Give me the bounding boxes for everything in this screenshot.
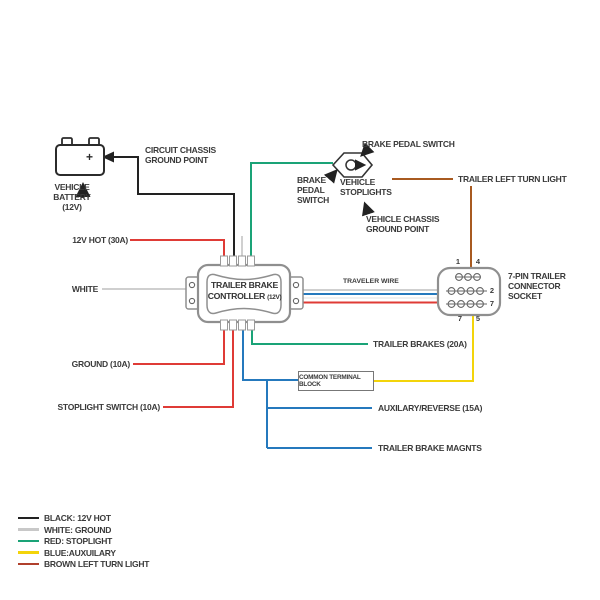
- brake-pedal-switch-top-label: BRAKE PEDAL SWITCH: [362, 139, 455, 149]
- vehicle-chassis-ground-label: VEHICLE CHASSIS GROUND POINT: [366, 214, 440, 235]
- socket-pin: [455, 273, 463, 281]
- ground-red-wire: [133, 330, 225, 365]
- controller-title-line2: CONTROLLER (12V): [207, 291, 282, 302]
- label-line: BRAKE: [297, 175, 326, 185]
- socket-pin: [464, 273, 472, 281]
- legend-label: RED: STOPLIGHT: [44, 536, 113, 546]
- controller-right-tab: [288, 276, 304, 310]
- black-wire-swatch: [18, 516, 39, 520]
- ground-label: GROUND (10A): [71, 359, 131, 369]
- socket-pin-number: 2: [489, 286, 495, 295]
- legend-item-blue: BLUE:AUXUILARY: [18, 548, 116, 558]
- label-line: GROUND POINT: [366, 224, 430, 235]
- controller-right-hole-bottom: [292, 297, 300, 305]
- vehicle-stoplights-label: VEHICLE STOPLIGHTS: [340, 177, 392, 197]
- socket-pin-number: 7: [489, 299, 495, 308]
- legend-item-red: RED: STOPLIGHT: [18, 536, 112, 546]
- label-line: (12V): [62, 202, 82, 213]
- legend-label: BROWN LEFT TURN LIGHT: [44, 559, 150, 569]
- controller-pin: [229, 255, 237, 267]
- controller-left-hole-top: [188, 281, 196, 289]
- chassis-ground-arrowhead: [102, 151, 114, 163]
- traveler-wire-label: TRAVELER WIRE: [343, 278, 399, 285]
- 12v-hot-label: 12V HOT (30A): [72, 235, 128, 245]
- socket-pin-number: 5: [475, 314, 481, 323]
- label-line: PEDAL: [297, 185, 325, 196]
- trailer-brakes-label: TRAILER BRAKES (20A): [373, 339, 467, 349]
- brake-pedal-switch-contact: [345, 159, 357, 171]
- controller-left-hole-bottom: [188, 297, 196, 305]
- controller-pin: [247, 319, 255, 331]
- socket-pin-number: 4: [475, 257, 481, 266]
- controller-pin: [229, 319, 237, 331]
- stoplight-switch-label: STOPLIGHT SWITCH (10A): [57, 402, 161, 412]
- controller-badge: [206, 273, 282, 315]
- aux-reverse-label: AUXILARY/REVERSE (15A): [378, 403, 483, 413]
- trailer-left-turn-light-label: TRAILER LEFT TURN LIGHT: [458, 174, 567, 184]
- controller-right-hole-top: [292, 281, 300, 289]
- label-line: STOPLIGHTS: [340, 187, 392, 198]
- battery-plus-sign: +: [86, 150, 94, 164]
- label-line: VEHICLE: [54, 182, 90, 192]
- green-pedal-wire: [250, 162, 333, 258]
- controller-pin: [247, 255, 255, 267]
- white-label: WHITE: [71, 284, 98, 294]
- blue-wire-swatch: [18, 551, 39, 554]
- stoplight-switch-red-wire: [163, 330, 234, 408]
- legend-label: BLUE:AUXUILARY: [44, 547, 116, 558]
- label-line: VEHICLE CHASSIS: [366, 214, 440, 224]
- socket-pin: [457, 300, 465, 308]
- label-line: GROUND POINT: [145, 155, 209, 166]
- legend-label: BLACK: 12V HOT: [44, 513, 111, 523]
- label-line: CONNECTOR: [508, 281, 561, 292]
- controller-pin: [220, 255, 228, 267]
- pedal-label-arrow-top: [360, 142, 375, 157]
- socket-pin: [466, 287, 475, 295]
- socket-pin-number: 1: [455, 257, 461, 266]
- socket-pin-number: 7: [457, 314, 463, 323]
- label-line: SOCKET: [508, 291, 542, 302]
- white-wire-swatch: [18, 528, 39, 531]
- battery-body: [55, 144, 105, 176]
- red-wire-swatch: [18, 539, 39, 543]
- socket-pin: [457, 287, 465, 295]
- brake-magnets-label: TRAILER BRAKE MAGNTS: [378, 443, 482, 453]
- controller-pin: [238, 319, 246, 331]
- label-line: BATTERY: [53, 192, 91, 203]
- socket-pin: [473, 273, 481, 281]
- socket-pin: [476, 287, 484, 295]
- label-line: SWITCH: [297, 195, 330, 206]
- legend-item-brown: BROWN LEFT TURN LIGHT: [18, 559, 149, 569]
- socket-pin: [447, 287, 456, 295]
- 12v-hot-red-wire: [130, 239, 225, 258]
- controller-pin: [220, 319, 228, 331]
- common-terminal-block: COMMON TERMINAL BLOCK: [298, 371, 374, 391]
- controller-title-line1: TRAILER BRAKE: [210, 280, 279, 290]
- legend-label: WHITE: GROUND: [44, 524, 112, 535]
- brown-wire-swatch: [18, 562, 39, 566]
- circuit-chassis-ground-label: CIRCUIT CHASSIS GROUND POINT: [145, 145, 216, 165]
- socket-title: 7-PIN TRAILER CONNECTOR SOCKET: [508, 271, 566, 301]
- controller-pin: [238, 255, 246, 267]
- legend-item-white: WHITE: GROUND: [18, 525, 111, 535]
- black-12v-hot-wire: [113, 156, 235, 258]
- controller-title-suffix: (12V): [267, 293, 282, 301]
- chassis-ground-arrow-up: [362, 201, 375, 217]
- brake-pedal-switch-left-label: BRAKE PEDAL SWITCH: [297, 175, 329, 205]
- socket-pin: [466, 300, 475, 308]
- controller-title-word: CONTROLLER: [207, 290, 266, 301]
- label-line: CIRCUIT CHASSIS: [145, 145, 216, 155]
- blue-terminal-wire: [242, 330, 298, 381]
- vehicle-battery-label: VEHICLE BATTERY (12V): [46, 182, 98, 212]
- yellow-socket-wire: [374, 307, 474, 382]
- legend-item-black: BLACK: 12V HOT: [18, 513, 111, 523]
- pedal-label-arrow-left: [323, 168, 338, 184]
- label-line: 7-PIN TRAILER: [508, 271, 566, 281]
- socket-pin: [447, 300, 456, 308]
- trailer-brakes-green-wire: [251, 330, 368, 345]
- label-line: VEHICLE: [340, 177, 376, 187]
- socket-pin: [476, 300, 484, 308]
- controller-title: TRAILER BRAKE CONTROLLER (12V): [207, 280, 282, 302]
